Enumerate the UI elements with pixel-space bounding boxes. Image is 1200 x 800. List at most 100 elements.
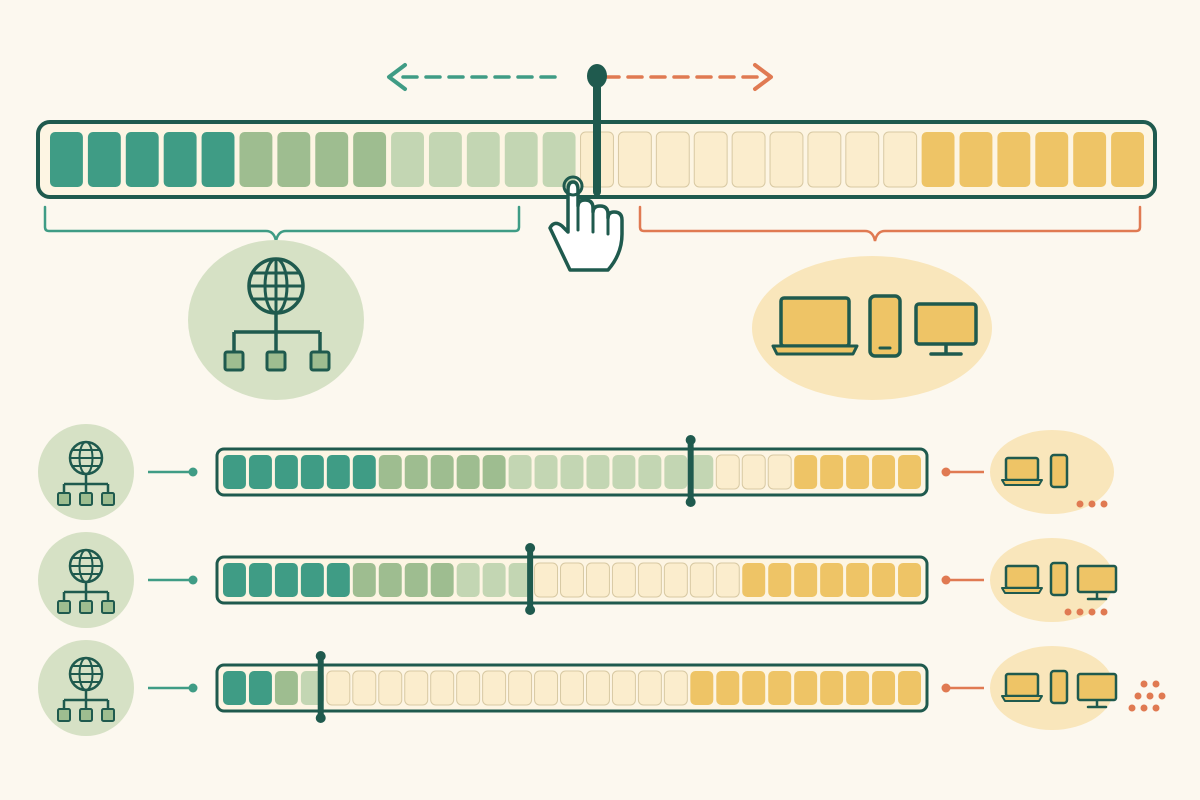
main-segment-5 xyxy=(201,132,235,187)
example-3-segment-14 xyxy=(560,670,584,706)
example-1-segment-13 xyxy=(534,455,558,489)
client-brace xyxy=(638,205,1142,242)
example-3-segment-3 xyxy=(274,671,298,705)
main-segment-16 xyxy=(617,131,652,188)
example-2-segment-9 xyxy=(430,563,454,597)
example-1-segment-1 xyxy=(223,455,246,489)
example-2-segment-23 xyxy=(794,563,818,597)
example-slider-knob[interactable] xyxy=(315,713,326,723)
arrow-right-icon xyxy=(603,63,773,91)
example-slider-knob[interactable] xyxy=(685,497,696,507)
example-3-segment-22 xyxy=(768,671,792,705)
monitor-icon xyxy=(1076,564,1118,601)
example-2-segment-17 xyxy=(637,562,662,598)
example-2-segment-25 xyxy=(846,563,870,597)
example-3-segment-25 xyxy=(846,671,870,705)
example-slider[interactable] xyxy=(215,543,929,615)
example-1-segment-6 xyxy=(352,455,376,489)
example-3-segment-15 xyxy=(585,670,610,706)
client-side-group xyxy=(752,256,992,400)
example-2-segment-22 xyxy=(768,563,792,597)
more-devices-dots xyxy=(1064,608,1108,616)
example-2-segment-12 xyxy=(508,563,532,597)
example-row xyxy=(38,424,1114,520)
example-2-segment-13 xyxy=(534,562,559,598)
example-3-segment-8 xyxy=(404,670,429,706)
server-connector-dot xyxy=(188,467,198,477)
example-rows xyxy=(38,424,1166,736)
server-mini xyxy=(38,424,134,520)
example-3-segment-2 xyxy=(248,671,272,705)
example-1-segment-23 xyxy=(794,455,818,489)
example-2-segment-24 xyxy=(820,563,844,597)
example-3-segment-10 xyxy=(456,670,481,706)
example-2-segment-11 xyxy=(482,563,506,597)
main-segment-1 xyxy=(50,132,83,187)
example-2-segment-3 xyxy=(274,563,298,597)
main-handle-knob[interactable] xyxy=(587,64,607,88)
server-mini xyxy=(38,640,134,736)
main-segment-22 xyxy=(845,131,880,188)
example-1-segment-26 xyxy=(872,455,896,489)
example-2-segment-20 xyxy=(715,562,740,598)
main-segment-26 xyxy=(997,132,1031,187)
example-1-segment-10 xyxy=(456,455,480,489)
example-slider[interactable] xyxy=(215,651,929,723)
more-devices-dots xyxy=(1076,500,1108,508)
example-slider-knob[interactable] xyxy=(525,543,536,553)
example-3-segment-17 xyxy=(637,670,662,706)
example-slider-segments xyxy=(223,454,921,490)
main-slider[interactable] xyxy=(36,64,1157,199)
example-2-segment-10 xyxy=(456,563,480,597)
direction-arrows xyxy=(387,63,773,91)
example-2-segment-6 xyxy=(352,563,376,597)
example-3-segment-24 xyxy=(820,671,844,705)
example-3-segment-19 xyxy=(690,671,714,705)
client-connector-dot xyxy=(941,575,951,585)
main-segment-3 xyxy=(125,132,159,187)
main-segment-27 xyxy=(1035,132,1069,187)
example-2-segment-1 xyxy=(223,563,246,597)
example-slider-knob[interactable] xyxy=(685,435,696,445)
example-2-segment-4 xyxy=(300,563,324,597)
example-2-segment-14 xyxy=(560,562,584,598)
laptop-icon xyxy=(1001,456,1043,486)
main-segment-7 xyxy=(277,132,311,187)
example-1-segment-7 xyxy=(378,455,402,489)
example-2-segment-18 xyxy=(663,562,688,598)
globe-icon xyxy=(247,257,305,315)
example-1-segment-22 xyxy=(767,454,792,490)
laptop-icon xyxy=(771,296,859,356)
example-1-segment-19 xyxy=(690,455,714,489)
example-slider-knob[interactable] xyxy=(525,605,536,615)
example-1-segment-20 xyxy=(715,454,740,490)
network-tree-icon xyxy=(223,313,331,372)
client-mini xyxy=(990,538,1118,622)
example-3-segment-23 xyxy=(794,671,818,705)
example-1-segment-15 xyxy=(586,455,610,489)
example-3-segment-6 xyxy=(352,670,377,706)
monitor-icon xyxy=(914,302,978,356)
phone-icon xyxy=(1049,669,1069,705)
server-mini xyxy=(38,532,134,628)
main-slider-handle[interactable] xyxy=(587,64,607,196)
example-1-segment-21 xyxy=(741,454,766,490)
phone-icon xyxy=(1049,453,1069,489)
network-tree-icon xyxy=(57,474,115,506)
example-slider-knob[interactable] xyxy=(315,651,326,661)
hand-pointer-icon xyxy=(548,175,624,272)
example-row xyxy=(38,640,1166,736)
example-1-segment-9 xyxy=(430,455,454,489)
main-segment-20 xyxy=(769,131,804,188)
example-3-segment-20 xyxy=(716,671,740,705)
example-slider[interactable] xyxy=(215,435,929,507)
server-brace xyxy=(43,205,521,242)
example-3-segment-7 xyxy=(378,670,403,706)
example-3-segment-1 xyxy=(223,671,246,705)
network-tree-icon xyxy=(57,582,115,614)
main-segment-2 xyxy=(87,132,121,187)
example-1-segment-17 xyxy=(638,455,662,489)
network-tree-icon xyxy=(57,690,115,722)
main-segment-12 xyxy=(466,132,500,187)
